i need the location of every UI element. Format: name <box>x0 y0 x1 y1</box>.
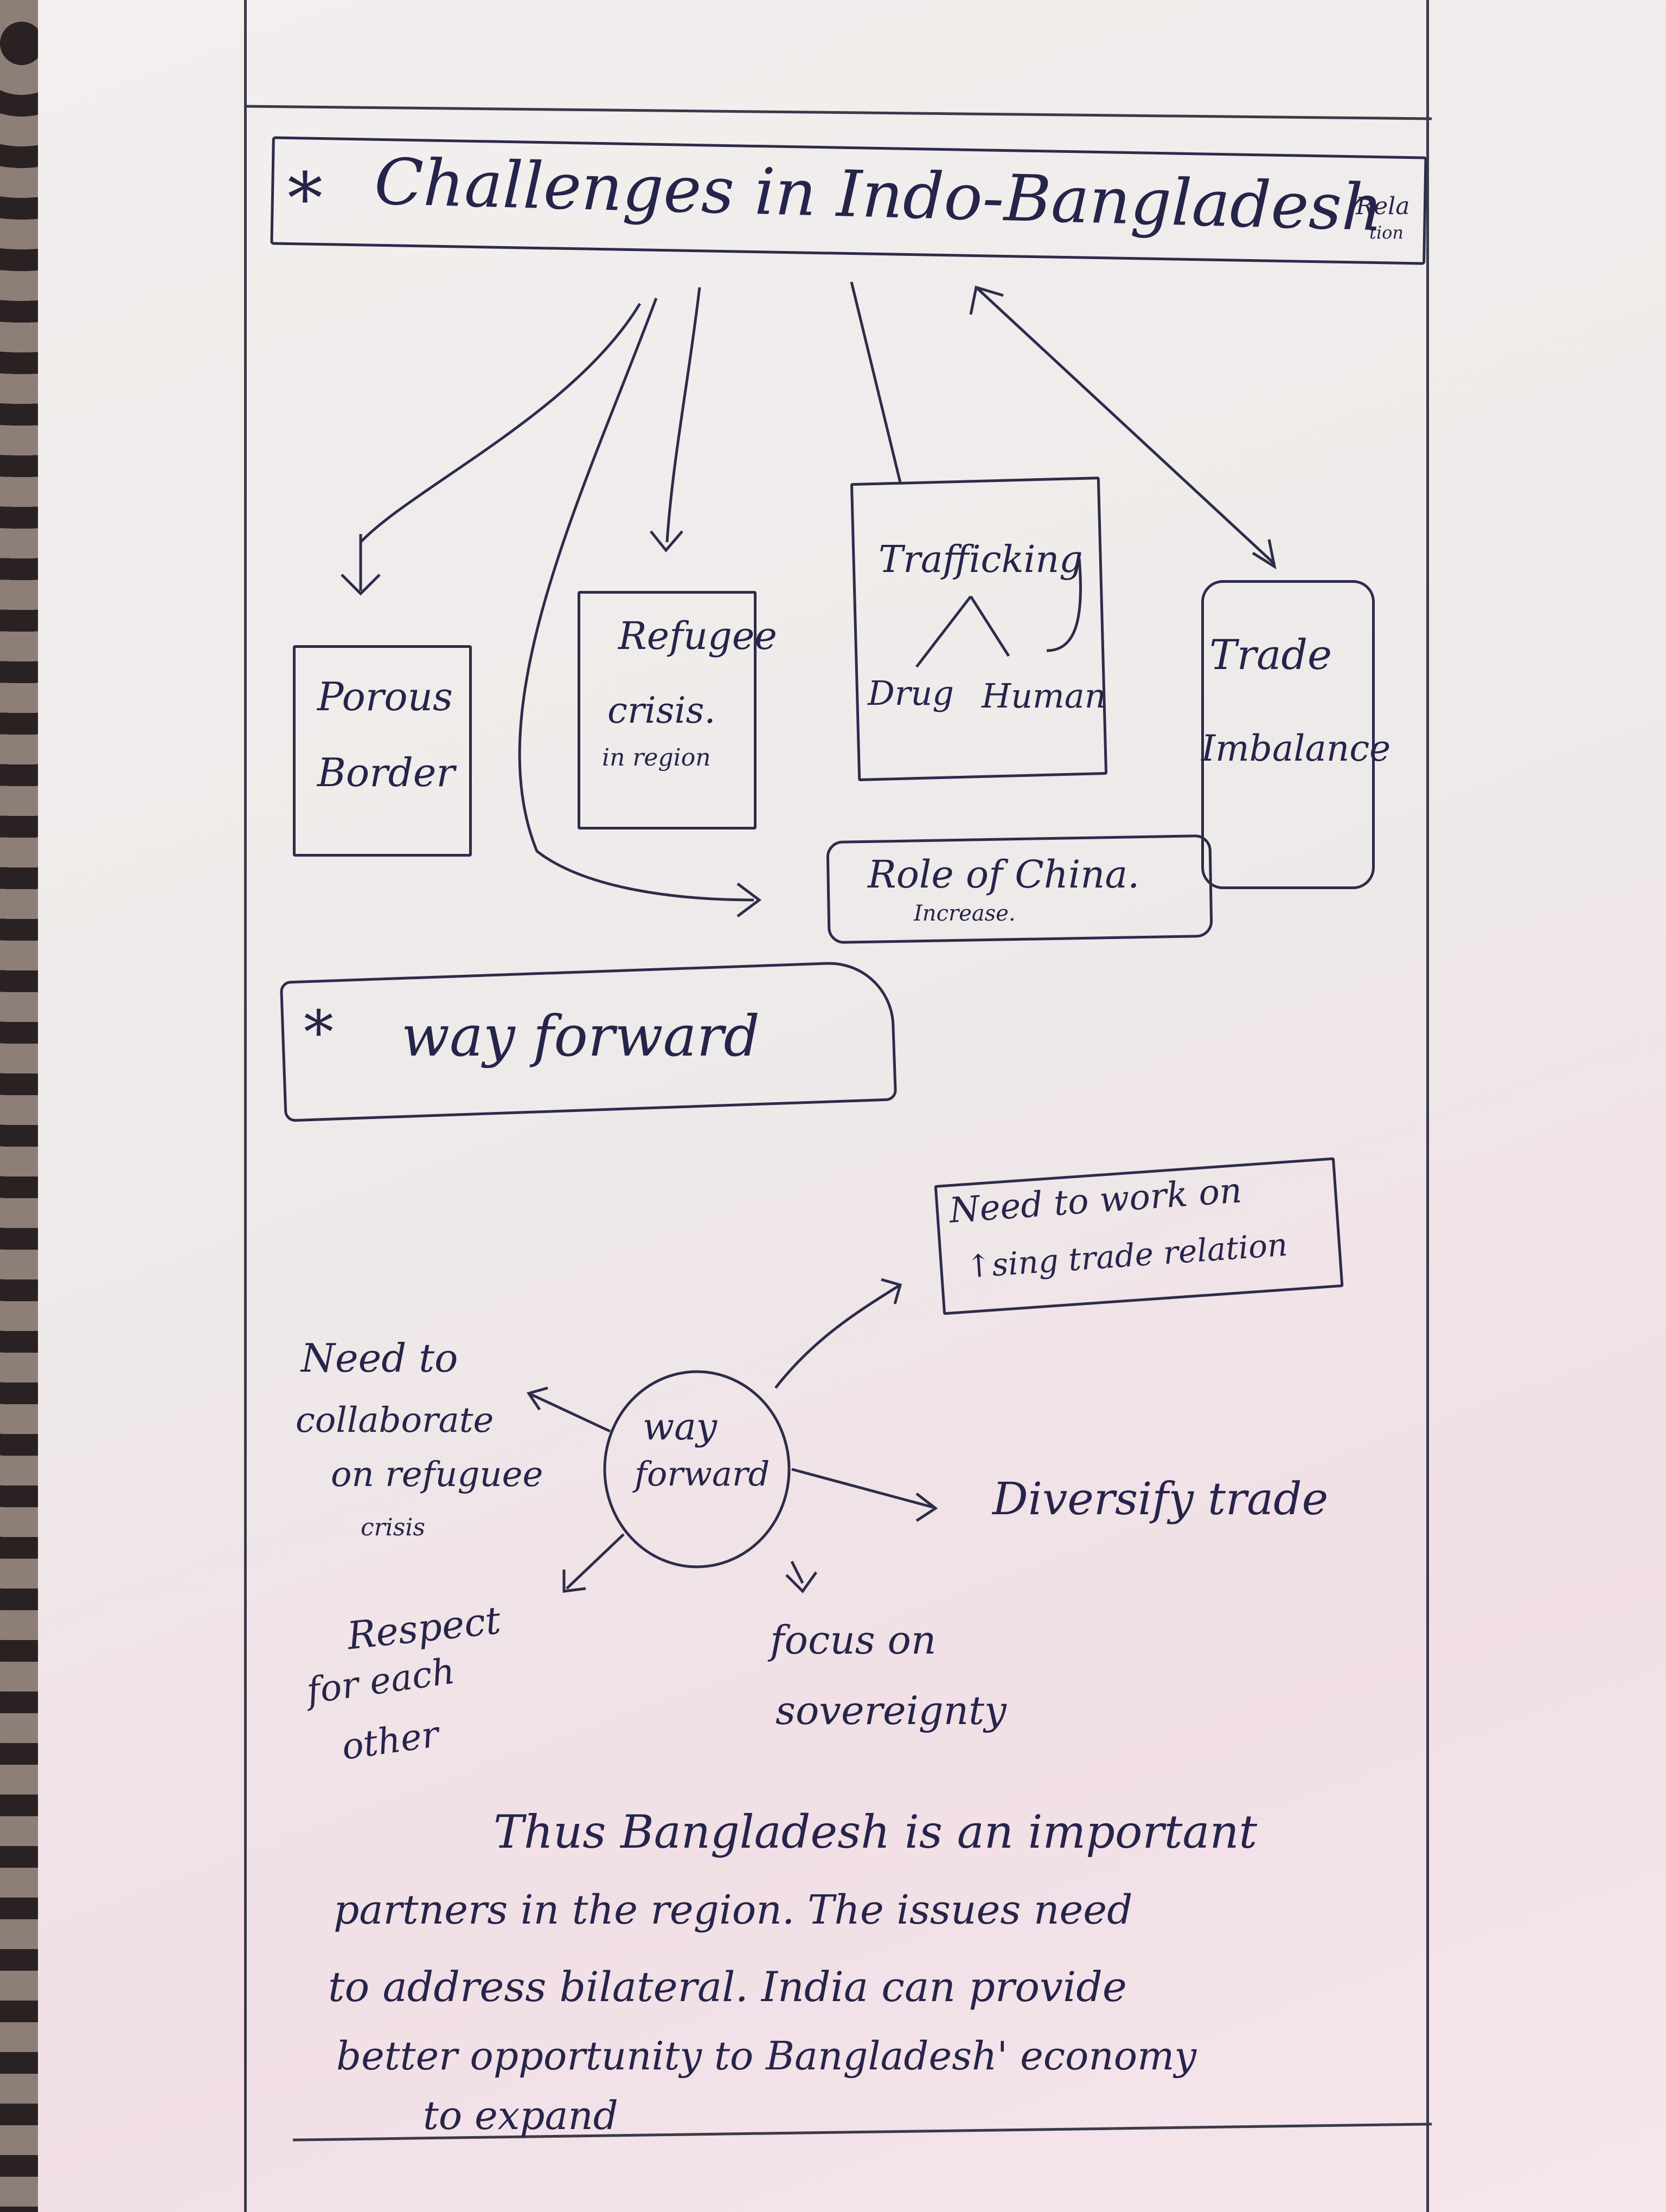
refugee-collab-line-4: crisis <box>361 1514 425 1541</box>
china-line-1: Role of China. <box>868 852 1140 897</box>
conclusion-line-5: to expand <box>423 2093 618 2138</box>
title-star: * <box>287 157 323 240</box>
trafficking-human: Human <box>982 676 1106 716</box>
diversify-trade: Diversify trade <box>992 1474 1329 1525</box>
right-margin-line <box>1426 0 1429 2212</box>
trafficking-drug: Drug <box>868 673 954 713</box>
notebook-page <box>38 0 1666 2212</box>
sovereignty-line-1: focus on <box>770 1617 937 1663</box>
refugee-collab-line-3: on refuguee <box>331 1455 543 1495</box>
hub-line-2: forward <box>635 1454 770 1494</box>
hub-line-1: way <box>643 1406 717 1449</box>
trafficking-heading: Trafficking <box>879 538 1083 581</box>
trade-imbalance-box <box>1201 580 1375 889</box>
conclusion-line-1: Thus Bangladesh is an important <box>494 1805 1258 1859</box>
refugee-line-1: Refugee <box>618 614 777 658</box>
trafficking-box <box>850 477 1108 781</box>
porous-border-line-1: Porous <box>317 674 453 719</box>
conclusion-line-3: to address bilateral. India can provide <box>328 1963 1127 2011</box>
refugee-collab-line-1: Need to <box>301 1335 458 1381</box>
refugee-crisis-box <box>578 591 757 829</box>
porous-border-box <box>293 645 472 857</box>
refugee-line-3: in region <box>602 744 711 771</box>
sovereignty-line-2: sovereignty <box>776 1688 1007 1733</box>
left-margin-line <box>244 0 247 2212</box>
refugee-collab-line-2: collaborate <box>296 1400 494 1441</box>
title-suffix-top: Rela <box>1356 192 1410 220</box>
trade-line-1: Trade <box>1209 631 1332 679</box>
conclusion-line-2: partners in the region. The issues need <box>334 1887 1133 1933</box>
refugee-line-2: crisis. <box>607 690 716 731</box>
way-forward-heading: way forward <box>401 1003 760 1069</box>
trade-line-2: Imbalance <box>1201 728 1391 769</box>
china-line-2: Increase. <box>914 901 1016 926</box>
conclusion-line-4: better opportunity to Bangladesh' econom… <box>336 2033 1197 2079</box>
way-forward-star: * <box>304 998 334 1067</box>
porous-border-line-2: Border <box>317 750 455 795</box>
title-suffix-bottom: tion <box>1369 222 1404 243</box>
